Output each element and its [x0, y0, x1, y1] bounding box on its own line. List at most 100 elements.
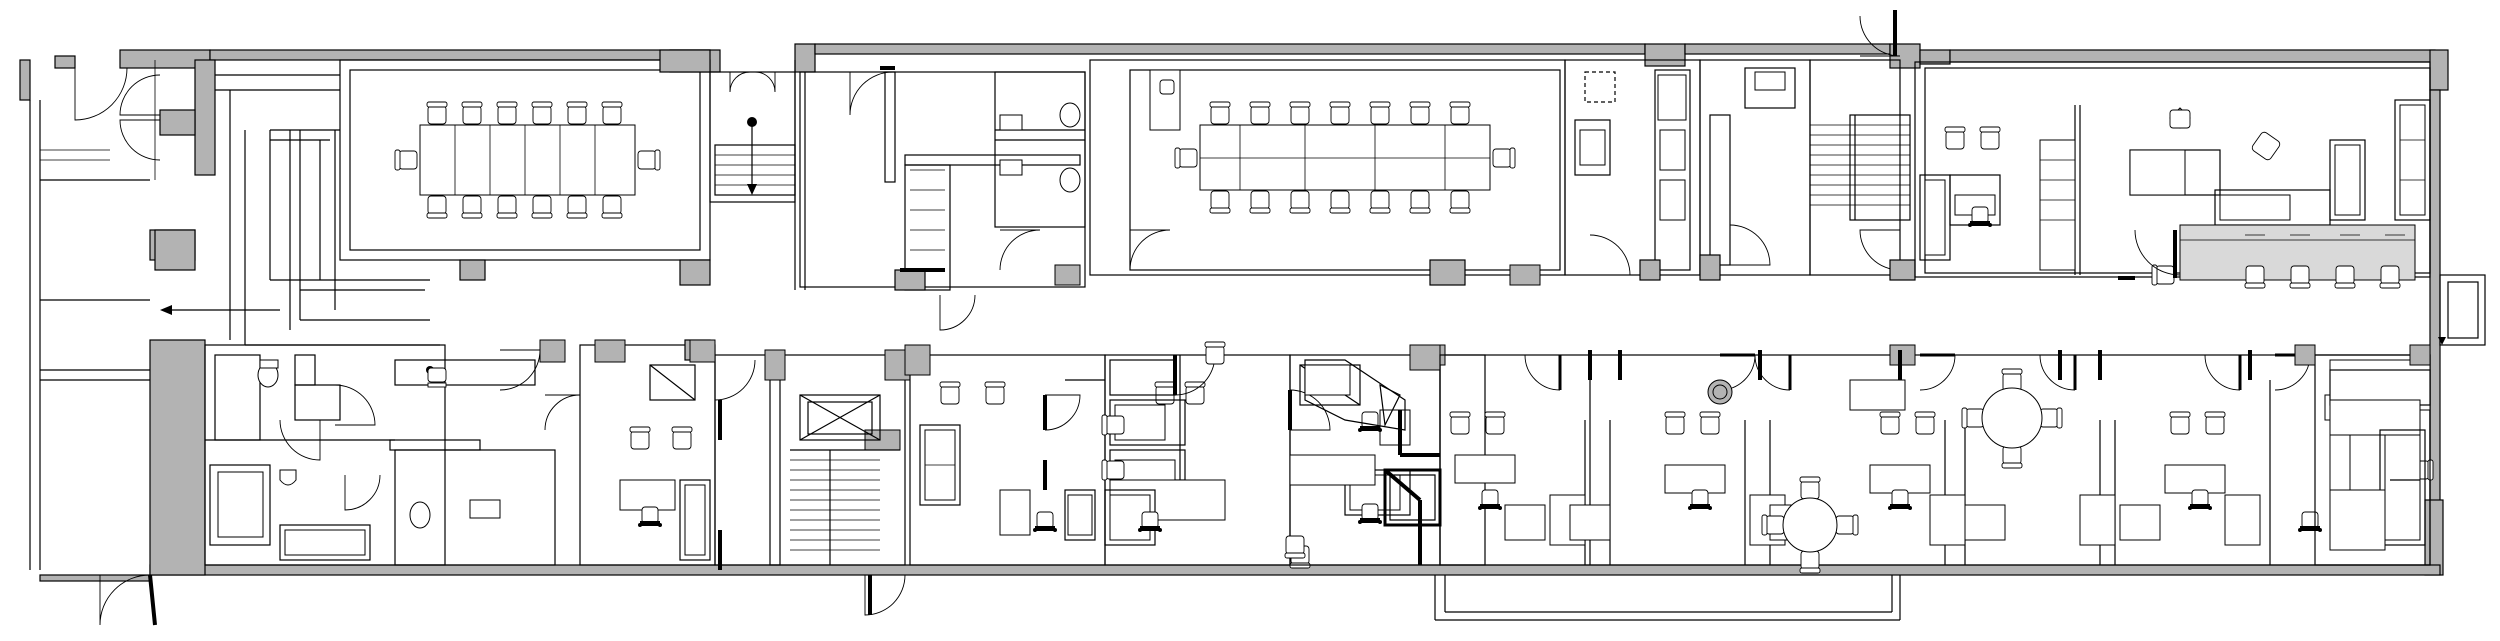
chair-icon: [1409, 101, 1431, 125]
door-swing-icon[interactable]: [74, 67, 128, 121]
desk: [2079, 494, 2116, 546]
table-icon: [1981, 387, 2043, 449]
chair-icon: [1484, 411, 1506, 435]
office-south-2: [1101, 341, 1311, 569]
chair-icon: [1799, 476, 1821, 500]
chair-icon: [1138, 511, 1162, 532]
chair-icon: [1688, 489, 1712, 510]
chair-icon: [1449, 101, 1471, 125]
chair-icon: [1799, 550, 1821, 574]
door-swing-icon[interactable]: [99, 574, 151, 626]
desk: [2164, 464, 2226, 494]
chair-icon: [1968, 206, 1992, 227]
chair-icon: [427, 367, 447, 388]
chair-icon: [2379, 265, 2401, 289]
door-swing-icon[interactable]: [279, 419, 321, 461]
entrance-vestibule: [709, 60, 806, 290]
chair-icon: [1174, 147, 1198, 169]
toilet-icon: [409, 501, 431, 529]
desk: [1454, 454, 1516, 484]
door-swing-icon[interactable]: [1859, 15, 1901, 57]
desk: [1964, 504, 2006, 541]
door-swing-icon[interactable]: [714, 359, 756, 401]
chair-icon: [1289, 190, 1311, 214]
door-swing-icon[interactable]: [1289, 389, 1331, 431]
door-swing-icon[interactable]: [119, 119, 161, 161]
door-swing-icon[interactable]: [864, 574, 906, 616]
door-swing-icon[interactable]: [939, 294, 976, 331]
chair-icon: [2244, 265, 2266, 289]
sink-icon: [279, 469, 297, 486]
chair-icon: [1914, 411, 1936, 435]
chair-icon: [1664, 411, 1686, 435]
chair-icon: [1033, 511, 1057, 532]
toilet-icon: [1059, 167, 1081, 193]
door-swing-icon[interactable]: [119, 74, 161, 116]
door-swing-icon[interactable]: [849, 71, 894, 116]
chair-icon: [426, 195, 448, 219]
chair-icon: [1209, 190, 1231, 214]
table-icon: [419, 124, 636, 196]
door-swing-icon[interactable]: [1589, 234, 1631, 276]
chair-icon: [601, 101, 623, 125]
table-icon: [1782, 497, 1838, 553]
restrooms-southwest: [204, 344, 581, 566]
chair-icon: [671, 426, 693, 450]
chair-icon: [2298, 511, 2322, 532]
door-swing-icon[interactable]: [499, 349, 541, 391]
chair-icon: [1329, 101, 1351, 125]
door-swing-icon[interactable]: [1524, 354, 1562, 391]
chair-icon: [461, 101, 483, 125]
door-swing-icon[interactable]: [1044, 394, 1081, 431]
stair-south: [714, 349, 911, 616]
chair-icon: [1369, 190, 1391, 214]
door-swing-icon[interactable]: [344, 474, 381, 511]
restrooms-central: [799, 66, 1086, 331]
chair-icon: [984, 381, 1006, 405]
chair-icon: [496, 101, 518, 125]
chair-icon: [1358, 411, 1382, 432]
heavy-walls: [539, 264, 2431, 380]
door-swing-icon[interactable]: [1754, 354, 1792, 391]
door-swing-icon[interactable]: [754, 71, 776, 93]
chair-icon: [426, 101, 448, 125]
open-office-row: [1434, 353, 2434, 621]
door-swing-icon[interactable]: [1129, 229, 1171, 271]
desk: [2224, 494, 2261, 546]
door-swing-icon[interactable]: [999, 229, 1041, 271]
chair-icon: [2001, 445, 2023, 469]
chair-icon: [2188, 489, 2212, 510]
sink-icon: [999, 159, 1023, 176]
chair-icon: [1101, 459, 1125, 481]
chair-icon: [601, 195, 623, 219]
chair-icon: [394, 149, 418, 171]
door-swing-icon[interactable]: [334, 384, 376, 426]
door-swing-icon[interactable]: [2204, 354, 2242, 391]
chair-icon: [1101, 414, 1125, 436]
chair-icon: [2039, 407, 2063, 429]
chair-icon: [1154, 381, 1176, 405]
chair-icon: [1879, 411, 1901, 435]
chair-icon: [1358, 503, 1382, 524]
stair-east: [1809, 10, 1916, 281]
chair-icon: [2334, 265, 2356, 289]
arrow-icon: [160, 305, 172, 315]
door-swing-icon[interactable]: [1919, 353, 1956, 391]
door-swing-icon[interactable]: [2039, 354, 2077, 391]
office-northeast: [1914, 61, 2431, 385]
door-swing-icon[interactable]: [1729, 224, 1771, 266]
elevator-icon: [799, 394, 881, 441]
door-swing-icon[interactable]: [544, 394, 581, 431]
desk: [1869, 464, 1931, 494]
desk: [1929, 494, 1966, 546]
door-swing-icon[interactable]: [729, 71, 751, 93]
chair-icon: [1369, 101, 1391, 125]
chair-icon: [1329, 190, 1351, 214]
table-icon: [1199, 124, 1491, 191]
chair-icon: [1478, 489, 1502, 510]
entry-stair-corridor: [29, 60, 161, 626]
chair-icon: [939, 381, 961, 405]
desk: [2119, 504, 2161, 541]
chair-icon: [461, 195, 483, 219]
